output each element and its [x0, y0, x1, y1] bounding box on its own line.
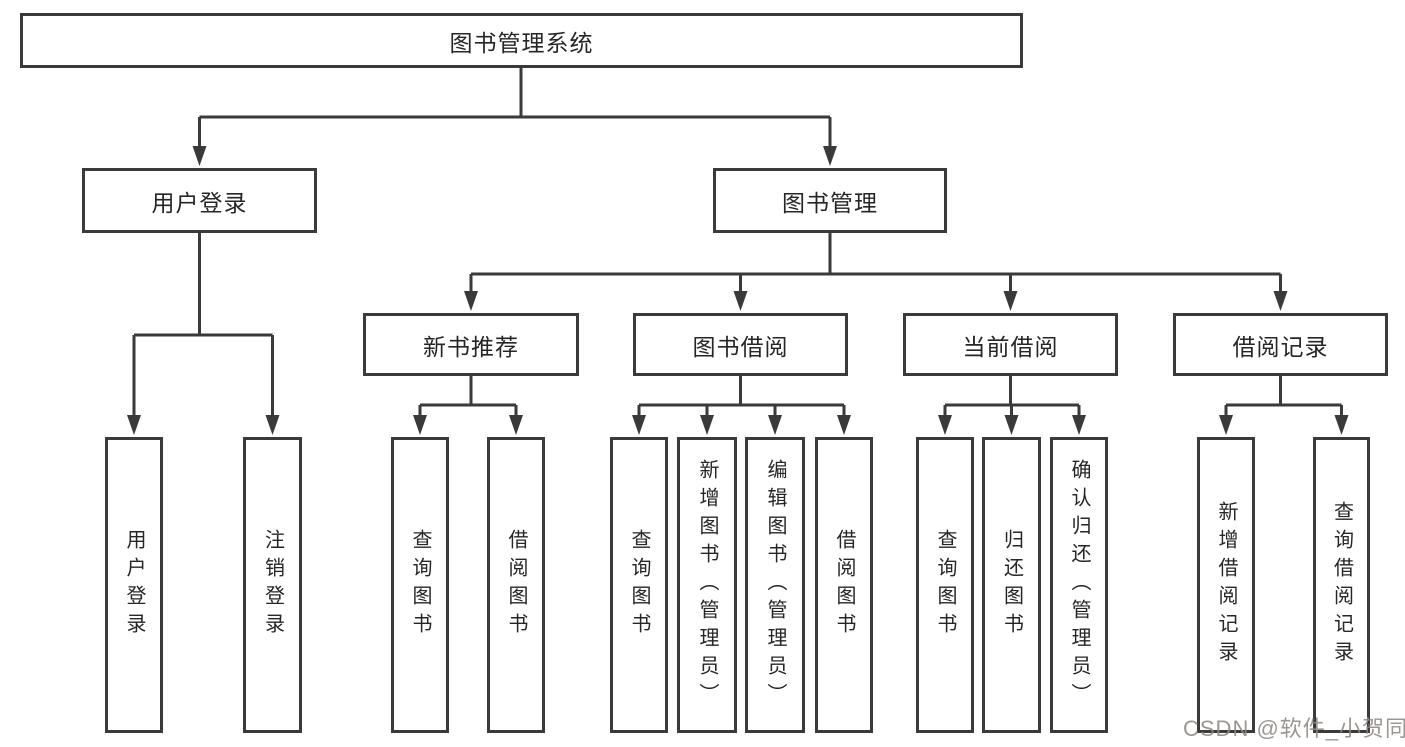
arrowhead-icon — [509, 415, 523, 435]
arrowhead-icon — [1004, 415, 1019, 435]
node-label: 注销登录 — [261, 529, 284, 641]
node-label: 借阅记录 — [1232, 333, 1329, 360]
connector-book-management-branch — [469, 233, 1282, 296]
arrowhead-icon — [632, 415, 646, 435]
node-label: 借阅图书 — [505, 529, 527, 641]
arrowhead-icon — [1219, 415, 1233, 435]
node-logout: 注销登录 — [243, 437, 302, 733]
arrowhead-icon — [938, 415, 952, 435]
node-label: 当前借阅 — [962, 333, 1059, 360]
connector-records-branch — [1224, 376, 1343, 420]
node-label: 用户登录 — [151, 189, 248, 216]
node-label: 借阅图书 — [833, 529, 855, 641]
node-book-management: 图书管理 — [713, 168, 947, 233]
node-label: 新增借阅记录 — [1215, 501, 1237, 669]
node-label: 查询借阅记录 — [1330, 501, 1353, 669]
node-label: 新书推荐 — [423, 333, 519, 360]
node-borrow-borrow-books: 借阅图书 — [815, 437, 873, 733]
node-borrow-add-books-admin: 新增图书（管理员） — [677, 437, 737, 733]
node-new-book-recommend: 新书推荐 — [363, 313, 579, 376]
node-label: 新增图书（管理员） — [696, 459, 718, 711]
arrowhead-icon — [464, 291, 478, 311]
arrowhead-icon — [265, 415, 280, 435]
node-records-query-record: 查询借阅记录 — [1313, 437, 1370, 733]
arrowhead-icon — [1003, 291, 1018, 311]
node-current-return-books: 归还图书 — [982, 437, 1041, 733]
node-records-add-record: 新增借阅记录 — [1197, 437, 1255, 733]
node-recommend-query-books: 查询图书 — [391, 437, 449, 733]
node-borrow-edit-books-admin: 编辑图书（管理员） — [745, 437, 805, 733]
node-label: 查询图书 — [934, 529, 956, 641]
connector-user-login-branch — [132, 233, 274, 420]
arrowhead-icon — [823, 146, 837, 166]
arrowhead-icon — [1273, 291, 1288, 311]
node-current-borrowing: 当前借阅 — [903, 313, 1118, 376]
node-book-borrowing: 图书借阅 — [633, 313, 848, 376]
arrowheads-group — [127, 146, 1349, 435]
node-current-query-books: 查询图书 — [916, 437, 974, 733]
node-label: 用户登录 — [123, 529, 145, 641]
node-label: 编辑图书（管理员） — [764, 459, 786, 711]
node-borrow-query-books: 查询图书 — [610, 437, 668, 733]
node-label: 查询图书 — [409, 529, 431, 641]
connector-root-to-level2 — [198, 68, 832, 150]
node-label: 图书管理系统 — [449, 29, 594, 56]
node-label: 查询图书 — [628, 529, 650, 641]
connector-book-borrow-branch — [637, 376, 846, 420]
connector-current-borrow-branch — [943, 376, 1081, 420]
arrowhead-icon — [733, 291, 748, 311]
arrowhead-icon — [1072, 415, 1086, 435]
connectors-group — [132, 68, 1343, 420]
node-user-login-group: 用户登录 — [82, 168, 317, 233]
node-borrowing-records: 借阅记录 — [1173, 313, 1388, 376]
arrowhead-icon — [700, 415, 714, 435]
arrowhead-icon — [127, 415, 141, 435]
node-recommend-borrow-books: 借阅图书 — [487, 437, 545, 733]
arrowhead-icon — [837, 415, 851, 435]
arrowhead-icon — [1334, 415, 1349, 435]
arrowhead-icon — [192, 146, 207, 166]
csdn-watermark: CSDN @软件_小贺同学 — [1183, 716, 1405, 741]
connector-new-book-branch — [418, 376, 518, 420]
node-label: 图书借阅 — [692, 333, 789, 360]
node-label: 确认归还（管理员） — [1068, 459, 1090, 711]
node-user-login: 用户登录 — [105, 437, 163, 733]
node-label: 归还图书 — [1000, 529, 1023, 641]
node-label: 图书管理 — [782, 189, 878, 216]
node-root: 图书管理系统 — [20, 13, 1023, 68]
arrowhead-icon — [413, 415, 427, 435]
node-current-confirm-return-admin: 确认归还（管理员） — [1050, 437, 1108, 733]
arrowhead-icon — [768, 415, 782, 435]
